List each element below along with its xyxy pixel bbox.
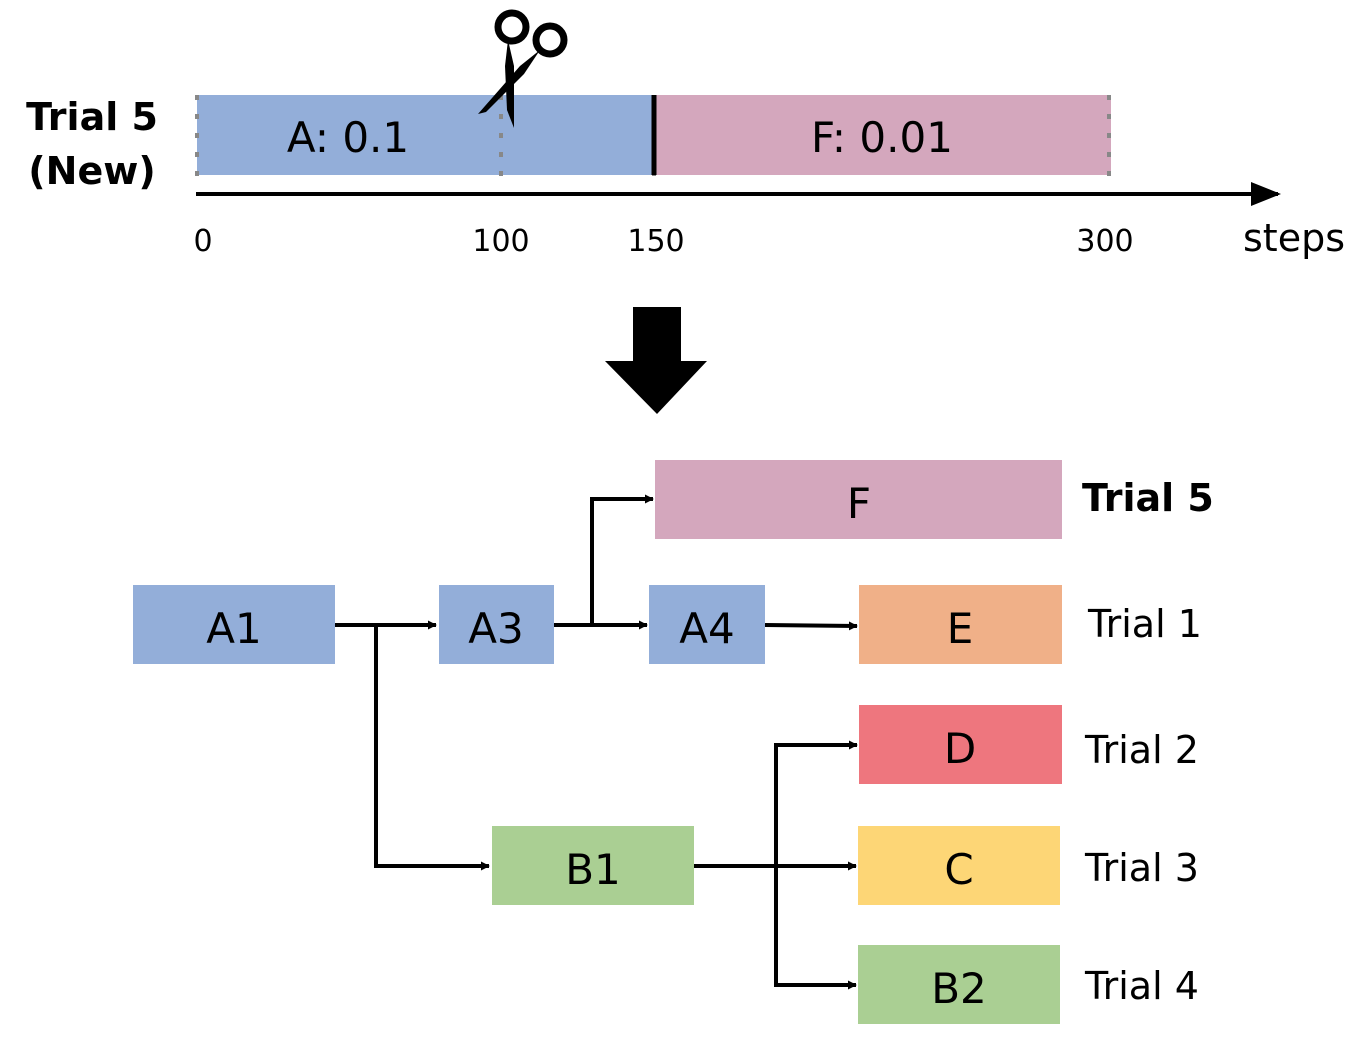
tick-label-100: 100 xyxy=(472,224,529,259)
edge-a4-e xyxy=(764,621,858,631)
trial-label-e: Trial 1 xyxy=(1087,602,1202,646)
scissors-icon xyxy=(478,9,568,128)
node-a3: A3 xyxy=(439,585,554,664)
node-d: D xyxy=(859,705,1062,784)
edge-a1-b1 xyxy=(374,625,490,871)
segment-f-bar xyxy=(654,95,1111,175)
tick-label-0: 0 xyxy=(193,224,212,259)
node-f-label: F xyxy=(847,479,871,528)
node-c: C xyxy=(858,826,1060,905)
edge-b1-d xyxy=(774,740,858,866)
node-b1: B1 xyxy=(492,826,694,905)
node-b2: B2 xyxy=(858,945,1060,1024)
node-e: E xyxy=(859,585,1062,664)
tree-nodes: A1 A3 A4 F E D B1 C xyxy=(133,460,1062,1024)
segment-a-bar xyxy=(197,95,654,175)
tree-connectors xyxy=(335,494,858,990)
node-a3-label: A3 xyxy=(468,604,523,653)
node-e-label: E xyxy=(947,604,974,653)
timeline-row-label-line2: (New) xyxy=(28,149,155,193)
node-d-label: D xyxy=(944,724,976,773)
node-b1-label: B1 xyxy=(565,845,621,894)
trial-label-d: Trial 2 xyxy=(1084,728,1199,772)
edge-b1-b2 xyxy=(774,866,857,990)
segment-a-label: A: 0.1 xyxy=(287,113,409,162)
segment-f-label: F: 0.01 xyxy=(811,113,953,162)
trial-labels: Trial 5 Trial 1 Trial 2 Trial 3 Trial 4 xyxy=(1082,476,1214,1008)
timeline-row-label-line1: Trial 5 xyxy=(26,95,158,139)
tick-label-300: 300 xyxy=(1076,224,1133,259)
trial-label-f: Trial 5 xyxy=(1082,476,1214,520)
node-a4-label: A4 xyxy=(679,604,734,653)
node-a1: A1 xyxy=(133,585,335,664)
node-a1-label: A1 xyxy=(206,604,261,653)
node-a4: A4 xyxy=(649,585,765,664)
trial-label-c: Trial 3 xyxy=(1084,846,1199,890)
timeline: Trial 5 (New) A: 0.1 F: 0.01 0 100 150 3… xyxy=(26,9,1345,260)
node-f: F xyxy=(655,460,1062,539)
down-arrow-icon xyxy=(605,307,707,414)
node-b2-label: B2 xyxy=(931,964,987,1013)
trial-label-b2: Trial 4 xyxy=(1084,964,1199,1008)
tick-label-150: 150 xyxy=(627,224,684,259)
axis-label-steps: steps xyxy=(1243,216,1345,260)
edge-a3-f xyxy=(590,494,654,625)
node-c-label: C xyxy=(944,845,973,894)
